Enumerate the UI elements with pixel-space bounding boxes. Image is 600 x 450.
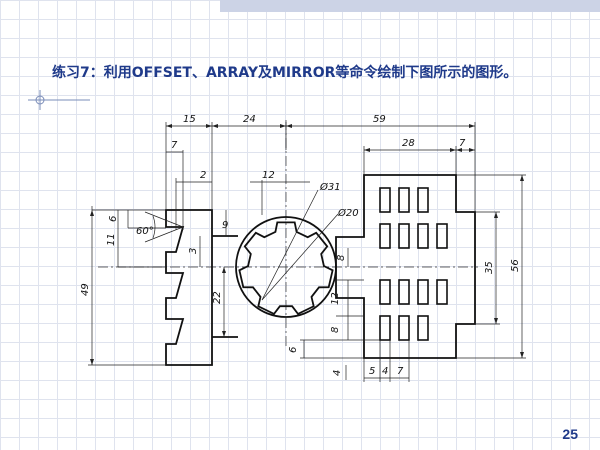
dim-12: 12 — [262, 170, 275, 181]
dim-7-bottom: 7 — [397, 366, 404, 377]
dim-5: 5 — [369, 366, 375, 377]
dim-22: 22 — [212, 291, 223, 304]
dim-4-left: 4 — [332, 370, 343, 376]
dim-7-right: 7 — [459, 138, 466, 149]
header-band — [220, 0, 600, 12]
boss-ring — [235, 216, 337, 318]
dim-d20: Ø20 — [337, 207, 359, 219]
dim-28: 28 — [402, 138, 415, 149]
dim-6-lower: 6 — [288, 347, 299, 353]
slot-array — [379, 187, 448, 341]
dim-8-lower: 8 — [330, 327, 341, 333]
crosshair-mark — [28, 90, 90, 110]
slide-title: 练习7：利用OFFSET、ARRAY及MIRROR等命令绘制下图所示的图形。 — [52, 65, 518, 81]
dim-35: 35 — [484, 261, 495, 274]
dim-24: 24 — [243, 114, 256, 125]
dim-49: 49 — [80, 283, 91, 296]
dim-60-deg: 60° — [136, 226, 154, 237]
dim-15: 15 — [183, 114, 196, 125]
arrowheads — [90, 124, 524, 365]
dimension-labels: 15 24 59 7 2 12 28 7 Ø31 Ø20 6 11 60° 9 … — [80, 114, 521, 377]
dim-56: 56 — [510, 259, 521, 272]
dim-3: 3 — [188, 248, 199, 254]
centerlines — [98, 120, 478, 348]
dim-12-vertical: 12 — [330, 292, 341, 305]
dim-6-left: 6 — [108, 216, 119, 222]
dimension-lines — [88, 122, 526, 382]
dim-7-left: 7 — [171, 140, 178, 151]
dim-2: 2 — [200, 170, 206, 181]
dim-d31: Ø31 — [319, 181, 341, 193]
page-number: 25 — [562, 426, 578, 442]
dim-4-bottom: 4 — [382, 366, 388, 377]
dim-11: 11 — [106, 233, 117, 246]
dim-59: 59 — [373, 114, 386, 125]
dim-8-upper: 8 — [336, 255, 347, 261]
dim-9: 9 — [222, 220, 228, 231]
